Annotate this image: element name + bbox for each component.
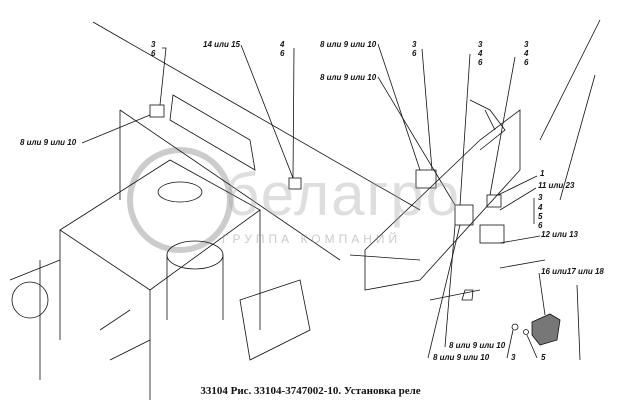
callout-label: 3: [524, 40, 529, 49]
relay-icon: [486, 194, 502, 208]
callout-label: 6: [524, 58, 529, 67]
callout-label: 6: [151, 49, 156, 58]
callout-label: 3: [511, 353, 516, 362]
callout-label: 8 или 9 или 10: [433, 353, 490, 362]
watermark-brand: белагро: [225, 161, 462, 228]
callout-label: 5: [541, 353, 546, 362]
callout-label: 6: [538, 221, 543, 230]
callout-label: 4: [478, 49, 483, 58]
bolt-icon: [511, 323, 519, 331]
callout-label: 8 или 9 или 10: [320, 40, 377, 49]
relay-icon: [454, 204, 474, 226]
callout-label: 8 или 9 или 10: [20, 138, 77, 147]
figure-caption: 33104 Рис. 33104-3747002-10. Установка р…: [200, 385, 421, 397]
callout-label: 6: [280, 49, 285, 58]
watermark-subtitle: ГРУППА КОМПАНИЙ: [222, 232, 402, 246]
relay-icon: [479, 224, 505, 244]
callout-label: 1: [540, 169, 545, 178]
callout-label: 6: [412, 49, 417, 58]
callout-label: 6: [478, 58, 483, 67]
relay-icon: [149, 104, 165, 118]
callout-label: 3: [412, 40, 417, 49]
relay-icon: [415, 169, 437, 189]
callout-label: 3: [151, 40, 156, 49]
callout-label: 16 или17 или 18: [541, 267, 604, 276]
callout-label: 3: [538, 193, 543, 202]
callout-label: 8 или 9 или 10: [449, 341, 506, 350]
callout-label: 8 или 9 или 10: [320, 73, 377, 82]
watermark-logo-icon: [127, 147, 233, 253]
washer-icon: [523, 329, 529, 335]
callout-label: 4: [524, 49, 529, 58]
callout-label: 3: [478, 40, 483, 49]
callout-label: 11 или 23: [538, 181, 575, 190]
callout-label: 12 или 13: [541, 230, 578, 239]
callout-label: 14 или 15: [203, 40, 240, 49]
callout-label: 4: [538, 203, 543, 212]
callout-label: 5: [538, 212, 543, 221]
relay-icon: [288, 177, 302, 190]
clip-icon: [461, 289, 474, 301]
callout-label: 4: [280, 40, 285, 49]
relay-block-icon: [531, 313, 561, 346]
